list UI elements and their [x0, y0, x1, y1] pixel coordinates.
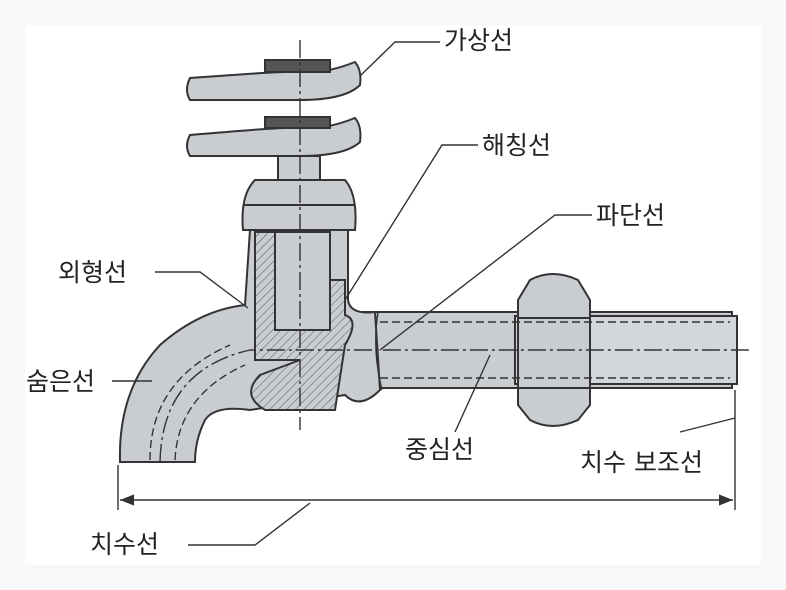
- break-curve: [375, 311, 383, 391]
- spindle: [274, 231, 331, 331]
- hatched-section: [250, 231, 354, 411]
- phantom-knurl: [264, 59, 331, 73]
- stem: [277, 155, 321, 183]
- diagram-panel: [25, 25, 761, 565]
- label-outline: 외형선: [58, 258, 128, 287]
- center-line: [159, 40, 750, 463]
- label-extension-line: 치수 보조선: [580, 448, 703, 477]
- label-break-line: 파단선: [596, 201, 666, 230]
- handle-knurl: [264, 116, 331, 129]
- label-hidden-line: 숨은선: [26, 367, 96, 396]
- hidden-lines: [149, 321, 730, 461]
- label-dimension-line: 치수선: [90, 530, 160, 559]
- label-center-line: 중심선: [405, 435, 475, 464]
- label-phantom-line: 가상선: [444, 26, 514, 55]
- label-hatching-line: 해칭선: [482, 131, 552, 160]
